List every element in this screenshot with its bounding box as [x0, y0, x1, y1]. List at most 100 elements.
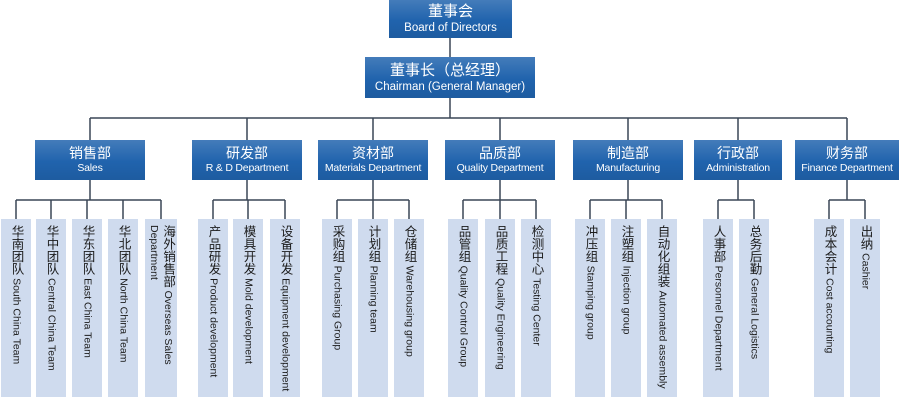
unit-name-en: Planning team: [367, 265, 380, 333]
unit-name-zh: 总务后勤: [747, 225, 762, 275]
unit-label: 华北团队 North China Team: [116, 219, 131, 395]
unit-name-zh: 华东团队: [80, 225, 95, 275]
department-name-en: Quality Department: [456, 162, 544, 174]
unit-quality-control-group: 品管组 Quality Control Group: [448, 219, 478, 397]
department-name-zh: 销售部: [69, 145, 111, 161]
unit-label: 总务后勤 General Logistics: [747, 219, 762, 395]
unit-name-en: Product development: [207, 278, 220, 378]
connector-manufacturing-units: [589, 180, 663, 219]
chairman-title-zh: 董事长（总经理）: [389, 61, 510, 79]
department-name-en: Administration: [706, 162, 770, 174]
unit-name-en: Testing Center: [530, 278, 543, 346]
department-name-zh: 资材部: [352, 145, 394, 161]
department-name-zh: 品质部: [479, 145, 521, 161]
department-rd: 研发部 R & D Department: [192, 140, 302, 180]
department-name-zh: 研发部: [226, 145, 268, 161]
department-manufacturing: 制造部 Manufacturing: [573, 140, 683, 180]
unit-label: 冲压组 Stamping group: [583, 219, 598, 395]
unit-product-development: 产品研发 Product development: [198, 219, 228, 397]
unit-name-zh: 自动化组装: [655, 225, 670, 288]
unit-label: 计划组 Planning team: [366, 219, 381, 395]
unit-automated-assembly: 自动化组装 Automated assembly: [647, 219, 677, 397]
unit-label: 仓储组 Warehousing group: [402, 219, 417, 395]
unit-quality-engineering: 品质工程 Quality Engineering: [485, 219, 515, 397]
unit-label: 出纳 Cashier: [858, 219, 873, 395]
unit-name-en: Automated assembly: [656, 290, 669, 389]
connector-finance-units: [828, 180, 866, 219]
unit-purchasing-group: 采购组 Purchasing Group: [322, 219, 352, 397]
connector-department-bus: [89, 117, 848, 140]
unit-label: 华中团队 Central China Team: [44, 219, 59, 395]
unit-label: 产品研发 Product development: [206, 219, 221, 395]
department-quality: 品质部 Quality Department: [445, 140, 555, 180]
unit-label: 检测中心 Testing Center: [529, 219, 544, 395]
unit-name-zh: 华南团队: [9, 225, 24, 275]
unit-label: 华东团队 East China Team: [80, 219, 95, 395]
unit-label: 注塑组 Injection group: [619, 219, 634, 395]
department-name-zh: 行政部: [717, 145, 759, 161]
unit-general-logistics: 总务后勤 General Logistics: [739, 219, 769, 397]
chairman-box: 董事长（总经理） Chairman (General Manager): [365, 57, 535, 98]
unit-name-en: Warehousing group: [403, 265, 416, 357]
unit-name-en: Injection group: [620, 265, 633, 335]
unit-name-zh: 冲压组: [583, 225, 598, 263]
chairman-title-en: Chairman (General Manager): [374, 80, 526, 93]
unit-name-zh: 采购组: [330, 225, 345, 263]
unit-name-zh: 品管组: [456, 225, 471, 263]
unit-name-zh: 注塑组: [619, 225, 634, 263]
connector-materials-units: [336, 180, 410, 219]
unit-name-en: Equipment development: [279, 278, 292, 392]
unit-injection-group: 注塑组 Injection group: [611, 219, 641, 397]
unit-name-en: Cashier: [859, 253, 872, 290]
department-name-en: Materials Department: [324, 162, 422, 174]
unit-planning-team: 计划组 Planning team: [358, 219, 388, 397]
unit-name-zh: 检测中心: [529, 225, 544, 275]
connector-sales-units: [15, 180, 162, 219]
department-name-en: Manufacturing: [596, 162, 660, 174]
unit-warehousing-group: 仓储组 Warehousing group: [394, 219, 424, 397]
unit-label: 采购组 Purchasing Group: [330, 219, 345, 395]
board-title-zh: 董事会: [427, 3, 473, 20]
unit-name-zh: 成本会计: [822, 225, 837, 275]
unit-south-china-team: 华南团队 South China Team: [1, 219, 31, 397]
unit-name-zh: 人事部: [711, 225, 726, 263]
connector-quality-units: [462, 180, 537, 219]
unit-name-en: South China Team: [10, 278, 23, 365]
unit-name-zh: 产品研发: [206, 225, 221, 275]
unit-label: 成本会计 Cost accounting: [822, 219, 837, 395]
unit-name-en: Quality Engineering: [494, 278, 507, 370]
connector-administration-units: [717, 180, 755, 219]
unit-label: 自动化组装 Automated assembly: [655, 219, 670, 395]
unit-name-en: Central China Team: [45, 278, 58, 371]
department-name-zh: 制造部: [607, 145, 649, 161]
unit-name-en: General Logistics: [748, 278, 761, 360]
unit-cost-accounting: 成本会计 Cost accounting: [814, 219, 844, 397]
unit-label: 设备开发 Equipment development: [278, 219, 293, 395]
connector-rd-units: [212, 180, 286, 219]
unit-name-zh: 品质工程: [493, 225, 508, 275]
unit-name-zh: 华北团队: [116, 225, 131, 275]
unit-name-en: North China Team: [117, 278, 130, 363]
unit-label: 华南团队 South China Team: [9, 219, 24, 395]
unit-label: 品管组 Quality Control Group: [456, 219, 471, 395]
unit-mold-development: 模具开发 Mold development: [233, 219, 263, 397]
unit-name-en: Overseas Sales Department: [148, 225, 175, 365]
department-name-en: Sales: [77, 162, 103, 174]
unit-testing-center: 检测中心 Testing Center: [521, 219, 551, 397]
unit-label: 人事部 Personnel Department: [711, 219, 726, 395]
unit-name-en: Mold development: [242, 278, 255, 364]
unit-east-china-team: 华东团队 East China Team: [72, 219, 102, 397]
unit-name-zh: 模具开发: [241, 225, 256, 275]
unit-label: 海外销售部 Overseas Sales Department: [147, 219, 175, 395]
unit-name-en: Quality Control Group: [457, 265, 470, 368]
unit-label: 品质工程 Quality Engineering: [493, 219, 508, 395]
department-name-zh: 财务部: [826, 145, 868, 161]
unit-name-zh: 设备开发: [278, 225, 293, 275]
unit-name-zh: 华中团队: [44, 225, 59, 275]
unit-name-zh: 计划组: [366, 225, 381, 263]
unit-name-zh: 海外销售部: [161, 225, 176, 288]
unit-equipment-development: 设备开发 Equipment development: [270, 219, 300, 397]
unit-name-en: Stamping group: [584, 265, 597, 340]
department-administration: 行政部 Administration: [694, 140, 782, 180]
